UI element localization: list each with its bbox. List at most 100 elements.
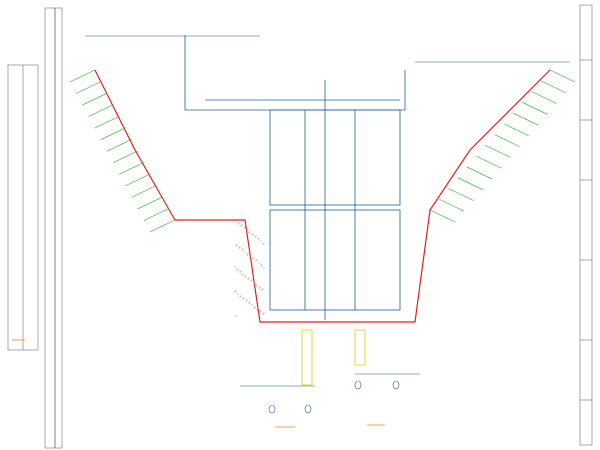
soil-dot (243, 297, 245, 299)
soil-dot (236, 244, 238, 246)
slope-profile (94, 69, 551, 323)
axis-markers (268, 380, 400, 414)
soil-dot (247, 278, 249, 280)
soil-dot (251, 304, 253, 306)
anchor-rod (512, 112, 539, 126)
soil-dot (248, 302, 250, 304)
anchor-rod (457, 177, 483, 190)
structure-outline (184, 35, 406, 320)
soil-dot (240, 295, 242, 297)
soil-dot (241, 274, 243, 276)
soil-dot (245, 275, 247, 277)
soil-dot (258, 287, 260, 289)
soil-dot (235, 315, 237, 317)
soil-dot (242, 273, 244, 275)
soil-dot (242, 248, 244, 250)
soil-dot (257, 238, 259, 240)
soil-dot (261, 264, 263, 266)
anchor-rod (466, 166, 493, 180)
soil-dot (234, 266, 236, 268)
soil-dot (239, 296, 241, 298)
soil-dot (246, 299, 248, 301)
right-legend-table (579, 4, 593, 446)
anchor-rod (131, 185, 157, 198)
anchor-rod (522, 102, 548, 115)
soil-dot (257, 308, 259, 310)
soil-dot (249, 301, 251, 303)
anchor-rod (88, 104, 114, 117)
anchor-rods (69, 69, 576, 233)
soil-dot (235, 290, 237, 292)
left-legend-table (7, 7, 63, 449)
anchor-rod (429, 209, 456, 223)
soil-dot (238, 222, 240, 224)
anchor-rod (94, 115, 120, 129)
soil-dot (246, 229, 248, 231)
soil-dot (250, 255, 252, 257)
anchor-rod (494, 134, 520, 147)
soil-dot (258, 237, 260, 239)
soil-dot (259, 286, 261, 288)
soil-dot (259, 311, 261, 313)
soil-dot (234, 291, 236, 293)
anchor-rod (100, 127, 126, 140)
anchor-rod (76, 81, 102, 94)
soil-dot (237, 223, 239, 225)
soil-dot (256, 284, 258, 286)
anchor-rod (476, 155, 502, 169)
anchor-rod (125, 173, 151, 187)
soil-dot (250, 280, 252, 282)
soil-dot (240, 270, 242, 272)
anchor-rod (143, 208, 169, 221)
anchor-rod (112, 150, 139, 164)
soil-dot (255, 285, 257, 287)
soil-hatch (234, 221, 265, 317)
soil-dot (246, 254, 248, 256)
soil-dot (234, 221, 236, 223)
section-title-marks (12, 339, 385, 428)
piles (301, 329, 366, 386)
soil-dot (242, 298, 244, 300)
soil-dot (262, 243, 264, 245)
soil-dot (249, 231, 251, 233)
soil-dot (260, 240, 262, 242)
soil-dot (260, 265, 262, 267)
soil-dot (237, 293, 239, 295)
soil-dot (253, 307, 255, 309)
soil-dot (262, 288, 264, 290)
soil-dot (260, 310, 262, 312)
anchor-rod (503, 123, 529, 137)
soil-dot (255, 235, 257, 237)
soil-dot (253, 257, 255, 259)
soil-dot (251, 234, 253, 236)
soil-dot (239, 271, 241, 273)
soil-dot (256, 309, 258, 311)
anchor-rod (448, 188, 474, 201)
anchor-rod (531, 91, 557, 104)
soil-dot (243, 227, 245, 229)
anchor-rod (82, 92, 108, 106)
soil-dot (245, 300, 247, 302)
soil-dot (263, 312, 265, 314)
soil-dot (255, 260, 257, 262)
soil-dot (248, 277, 250, 279)
soil-dot (238, 247, 240, 249)
soil-dot (244, 251, 246, 253)
soil-dot (240, 225, 242, 227)
soil-dot (236, 269, 238, 271)
soil-dot (254, 236, 256, 238)
soil-dot (239, 246, 241, 248)
soil-dot (263, 242, 265, 244)
anchor-rod (485, 145, 511, 158)
soil-dot (235, 245, 237, 247)
soil-dot (248, 232, 250, 234)
soil-dot (251, 279, 253, 281)
anchor-rod (549, 69, 576, 83)
soil-dot (241, 224, 243, 226)
soil-dot (244, 226, 246, 228)
anchor-rod (69, 69, 96, 83)
soil-dot (253, 282, 255, 284)
soil-dot (247, 228, 249, 230)
